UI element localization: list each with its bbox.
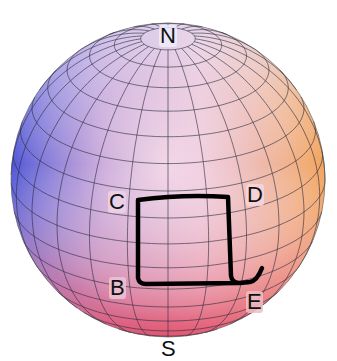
grid-line [195,39,325,180]
pole-label: N [159,25,177,47]
grid-line [168,266,299,307]
pole-label: S [160,338,177,360]
grid-line [21,122,169,191]
sphere [11,23,325,337]
grid-line [192,33,256,50]
grid-line [81,33,145,50]
closed-path [138,196,262,284]
grid-line [39,36,141,90]
grid-line [32,97,168,164]
grid-line [168,97,304,164]
sphere-highlight [11,23,325,337]
grid-line [168,312,253,331]
grid-line [127,50,160,337]
grid-line [14,212,168,268]
grid-line [175,50,209,337]
grid-line [168,152,323,218]
grid-line [83,312,168,331]
grid-line [37,266,168,307]
grid-lines [11,23,325,337]
grid-line [48,70,168,136]
grid-line [168,50,169,337]
grid-line [114,23,221,67]
grid-line [13,152,168,218]
sphere-shade [11,23,325,337]
grid-line [168,180,325,244]
point-label: D [246,184,264,206]
grid-line [168,70,288,136]
grid-line [32,44,144,308]
point-label: C [108,191,126,213]
point-label: E [246,291,263,313]
grid-line [192,44,304,308]
grid-line [168,212,322,268]
grid-line [168,122,316,191]
point-label: B [109,277,126,299]
sphere-outline [11,23,325,337]
grid-line [11,183,168,244]
